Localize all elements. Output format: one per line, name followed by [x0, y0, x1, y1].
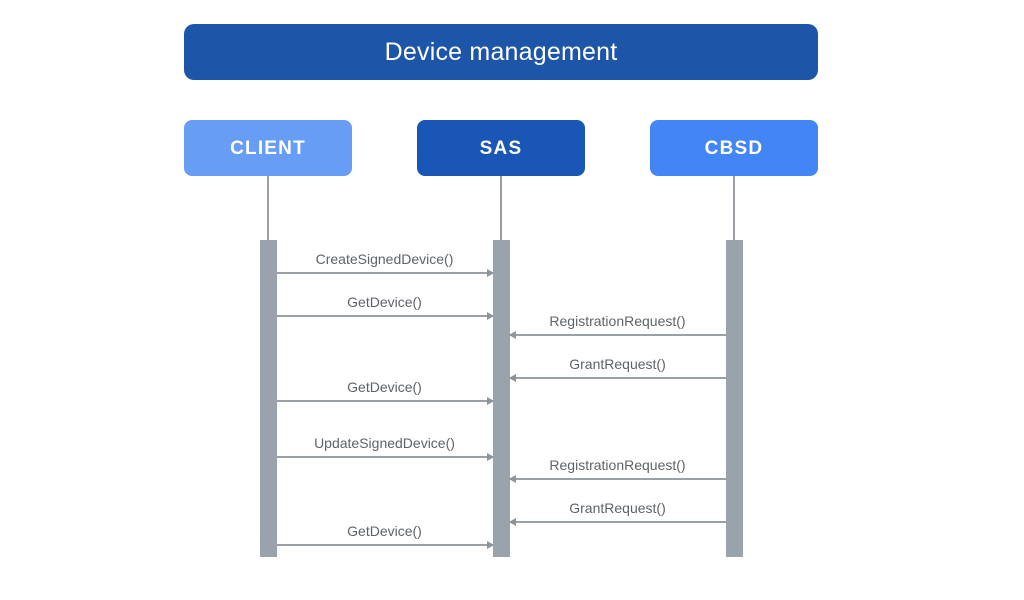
message-line [509, 377, 726, 379]
message-label: GetDevice() [347, 523, 422, 539]
message-1-right[interactable]: CreateSignedDevice() [276, 252, 494, 277]
arrow-head-right-icon [486, 311, 494, 320]
arrow-head-right-icon [486, 452, 494, 461]
participant-label: SAS [479, 137, 523, 159]
activation-bar-sas [492, 240, 510, 557]
arrow-head-left-icon [508, 330, 516, 339]
message-line [509, 521, 726, 523]
message-5-right[interactable]: GetDevice() [276, 380, 494, 405]
message-label: GetDevice() [347, 379, 422, 395]
arrow-head-left-icon [508, 517, 516, 526]
lifeline-sas [500, 176, 502, 240]
message-3-left[interactable]: RegistrationRequest() [508, 314, 726, 339]
arrow-head-right-icon [486, 396, 494, 405]
participant-box-client[interactable]: CLIENT [184, 120, 352, 176]
lifeline-cbsd [733, 176, 735, 240]
diagram-title-banner: Device management [184, 24, 818, 80]
message-7-left[interactable]: RegistrationRequest() [508, 458, 726, 483]
message-label: UpdateSignedDevice() [314, 435, 455, 451]
message-label: GrantRequest() [569, 500, 666, 516]
lifeline-client [267, 176, 269, 240]
arrow-head-left-icon [508, 474, 516, 483]
message-line [276, 544, 493, 546]
message-line [276, 400, 493, 402]
message-line [276, 272, 493, 274]
message-4-left[interactable]: GrantRequest() [508, 357, 726, 382]
activation-bar-client [259, 240, 277, 557]
arrow-head-right-icon [486, 540, 494, 549]
message-8-left[interactable]: GrantRequest() [508, 501, 726, 526]
participant-label: CLIENT [230, 137, 306, 159]
participant-box-cbsd[interactable]: CBSD [650, 120, 818, 176]
message-line [509, 478, 726, 480]
message-line [276, 456, 493, 458]
message-label: GrantRequest() [569, 356, 666, 372]
arrow-head-left-icon [508, 373, 516, 382]
arrow-head-right-icon [486, 268, 494, 277]
message-line [509, 334, 726, 336]
message-label: RegistrationRequest() [549, 457, 686, 473]
activation-bar-cbsd [725, 240, 743, 557]
participant-label: CBSD [704, 137, 764, 159]
message-9-right[interactable]: GetDevice() [276, 524, 494, 549]
message-label: CreateSignedDevice() [315, 251, 454, 267]
page-title: Device management [384, 37, 618, 66]
message-2-right[interactable]: GetDevice() [276, 295, 494, 320]
message-6-right[interactable]: UpdateSignedDevice() [276, 436, 494, 461]
message-label: GetDevice() [347, 294, 422, 310]
participant-box-sas[interactable]: SAS [417, 120, 585, 176]
message-line [276, 315, 493, 317]
message-label: RegistrationRequest() [549, 313, 686, 329]
